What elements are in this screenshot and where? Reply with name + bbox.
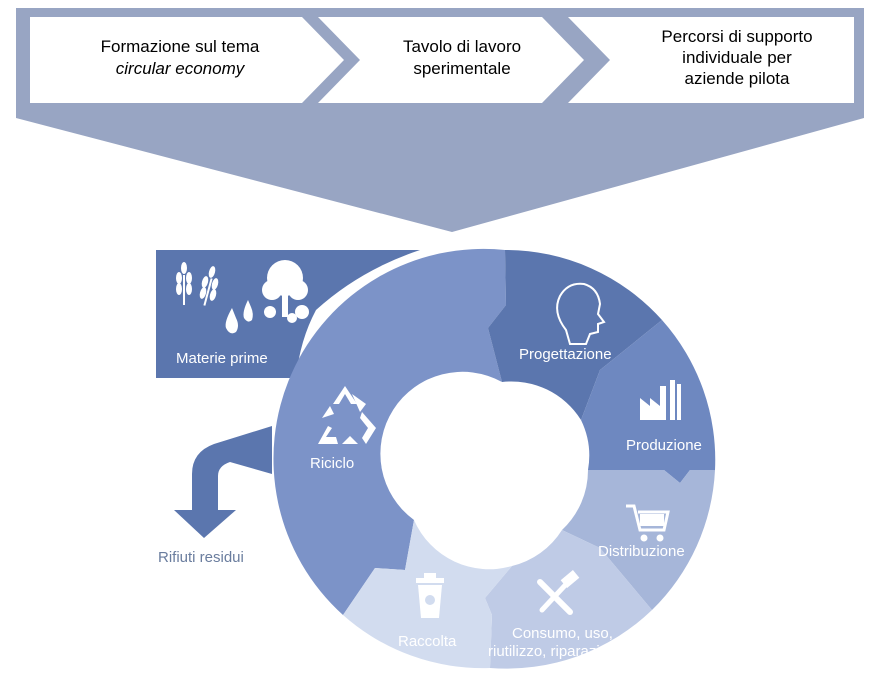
rifiuti-arrow bbox=[174, 426, 272, 538]
cycle-center bbox=[414, 382, 578, 546]
recycle-icon bbox=[318, 386, 376, 444]
step-3-line3: aziende pilota bbox=[685, 69, 790, 88]
consumo-segment bbox=[485, 530, 652, 669]
produzione-segment bbox=[581, 320, 716, 483]
progettazione-segment bbox=[488, 249, 662, 420]
step-1-line2: circular economy bbox=[116, 59, 246, 78]
materie-prime-label: Materie prime bbox=[176, 350, 268, 367]
step-3-line2: individuale per bbox=[682, 48, 792, 67]
head-icon bbox=[556, 282, 606, 345]
tree-icon bbox=[262, 260, 309, 323]
produzione-label: Produzione bbox=[626, 437, 702, 454]
step-3-line1: Percorsi di supporto bbox=[661, 27, 812, 46]
distribuzione-label: Distribuzione bbox=[598, 543, 685, 560]
distribuzione-segment bbox=[562, 470, 715, 610]
consumo-label-line2: riutilizzo, riparazione bbox=[488, 643, 625, 660]
wheat-icon bbox=[176, 262, 219, 306]
raccolta-label: Raccolta bbox=[398, 633, 457, 650]
step-3-chevron bbox=[568, 17, 854, 103]
step-2-line2: sperimentale bbox=[413, 59, 510, 78]
step-1-chevron bbox=[30, 17, 344, 103]
rifiuti-residui-label: Rifiuti residui bbox=[158, 549, 244, 566]
water-drops-icon bbox=[225, 300, 253, 334]
step-1-line1: Formazione sul tema bbox=[101, 37, 260, 56]
shopping-cart-icon bbox=[626, 504, 670, 542]
consumo-label-line1: Consumo, uso, bbox=[512, 625, 613, 642]
factory-icon bbox=[640, 380, 681, 420]
riciclo-label: Riciclo bbox=[310, 455, 354, 472]
recycle-bin-icon bbox=[416, 573, 444, 618]
step-2-chevron bbox=[318, 17, 584, 103]
step-2-line1: Tavolo di lavoro bbox=[403, 37, 521, 56]
tools-icon bbox=[537, 570, 580, 615]
riciclo-segment bbox=[273, 248, 506, 616]
progettazione-label: Progettazione bbox=[519, 346, 612, 363]
